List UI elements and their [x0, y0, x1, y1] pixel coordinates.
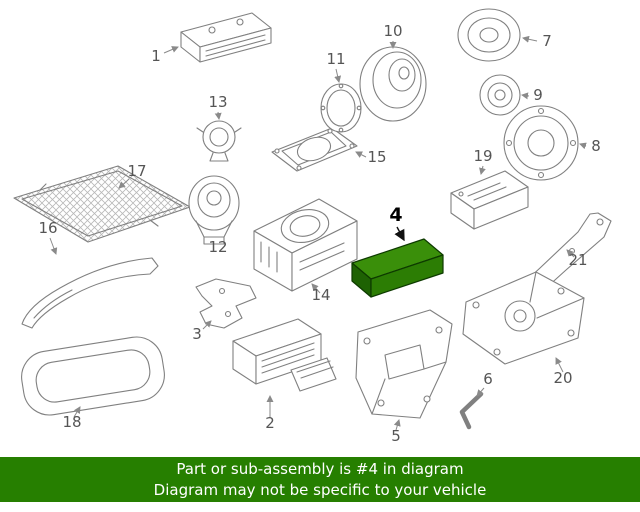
svg-text:19: 19	[473, 147, 492, 165]
svg-text:6: 6	[483, 370, 493, 388]
part-6-drawing	[459, 391, 484, 430]
svg-text:1: 1	[151, 47, 161, 65]
part-11-callout: 11	[326, 50, 346, 83]
part-14-drawing	[253, 198, 358, 292]
part-19-drawing	[450, 170, 529, 230]
callout-labels: 1 2 3 4 5 6 7	[38, 22, 600, 445]
part-5-callout: 5	[391, 419, 401, 445]
part-7-drawing	[457, 8, 521, 62]
part-16-drawing	[21, 257, 159, 329]
svg-text:4: 4	[389, 204, 402, 226]
part-19-callout: 19	[473, 147, 493, 175]
part-13-callout: 13	[208, 93, 228, 120]
svg-text:10: 10	[383, 22, 402, 40]
part-1-callout: 1	[151, 46, 179, 65]
svg-text:9: 9	[533, 86, 543, 104]
part-3-callout: 3	[192, 320, 212, 343]
part-4-highlighted-drawing	[351, 238, 444, 298]
svg-text:3: 3	[192, 325, 202, 343]
part-18-callout: 18	[62, 406, 82, 431]
part-2-callout: 2	[265, 395, 275, 432]
part-9-drawing	[479, 74, 521, 116]
svg-text:17: 17	[127, 162, 146, 180]
part-6-callout: 6	[476, 370, 493, 397]
part-7-callout: 7	[522, 32, 552, 50]
svg-text:15: 15	[367, 148, 386, 166]
part-17-callout: 17	[118, 162, 147, 189]
part-3-drawing	[195, 278, 257, 329]
svg-text:8: 8	[591, 137, 601, 155]
part-21-callout: 21	[566, 249, 588, 269]
part-15-drawing	[271, 127, 358, 172]
svg-text:12: 12	[208, 238, 227, 256]
parts-diagram-canvas: 1 2 3 4 5 6 7	[13, 8, 612, 445]
part-5-drawing	[355, 309, 453, 419]
part-12-callout: 12	[208, 238, 227, 256]
part-10-drawing	[359, 46, 427, 122]
part-14-callout: 14	[311, 283, 331, 304]
part-8-callout: 8	[579, 137, 601, 155]
part-9-callout: 9	[521, 86, 543, 104]
part-10-callout: 10	[383, 22, 403, 49]
part-20-drawing	[462, 271, 585, 365]
part-1-drawing	[180, 12, 272, 63]
svg-text:21: 21	[568, 251, 587, 269]
svg-text:20: 20	[553, 369, 572, 387]
svg-text:5: 5	[391, 427, 401, 445]
svg-text:13: 13	[208, 93, 227, 111]
svg-text:2: 2	[265, 414, 275, 432]
svg-text:14: 14	[311, 286, 330, 304]
svg-text:16: 16	[38, 219, 57, 237]
part-12-drawing	[188, 175, 240, 245]
part-4-callout-highlighted: 4	[389, 204, 405, 242]
part-8-drawing	[503, 105, 579, 181]
part-16-callout: 16	[38, 219, 58, 255]
banner-line2: Diagram may not be specific to your vehi…	[153, 481, 487, 499]
part-13-drawing	[196, 120, 242, 162]
highlight-banner: Part or sub-assembly is #4 in diagram Di…	[0, 457, 640, 502]
banner-line1: Part or sub-assembly is #4 in diagram	[176, 460, 464, 478]
part-20-callout: 20	[553, 357, 573, 387]
svg-text:7: 7	[542, 32, 552, 50]
svg-text:11: 11	[326, 50, 345, 68]
part-18-drawing	[21, 336, 165, 416]
part-15-callout: 15	[355, 148, 387, 166]
svg-text:18: 18	[62, 413, 81, 431]
part-2-drawing	[232, 318, 337, 392]
part-11-drawing	[320, 83, 362, 133]
